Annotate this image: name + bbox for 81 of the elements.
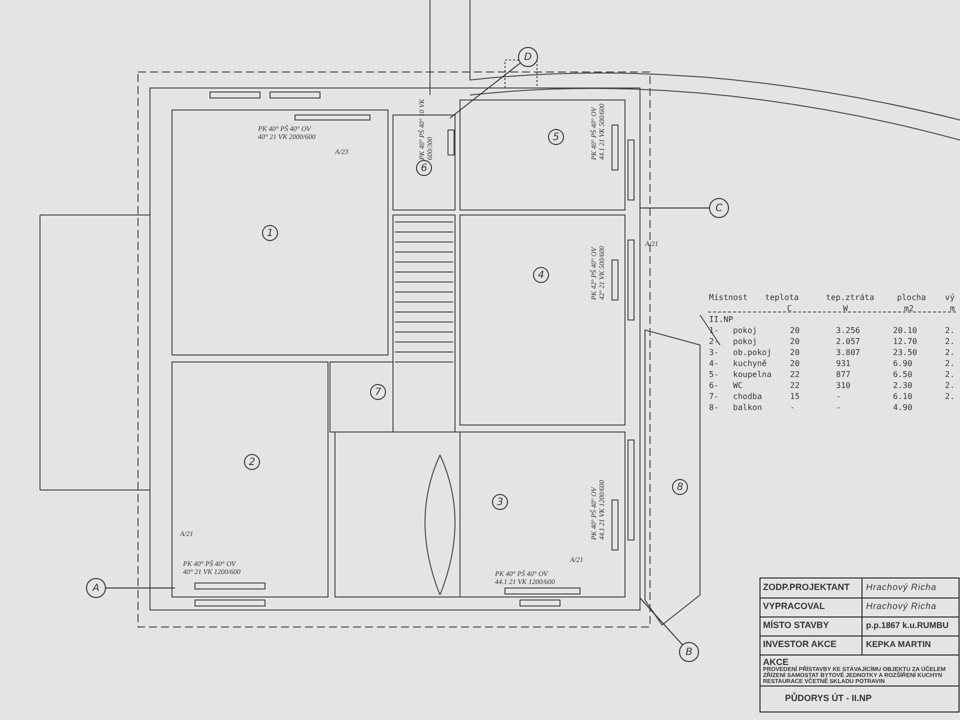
title-block-cell: VYPRACOVAL bbox=[763, 601, 825, 611]
table-cell: 6.50 bbox=[893, 370, 912, 379]
title-block-cell: Hrachový Richa bbox=[866, 582, 937, 592]
table-cell: chodba bbox=[733, 392, 762, 401]
table-cell: 7- bbox=[709, 392, 719, 401]
table-cell: C bbox=[787, 304, 792, 313]
table-cell: 23.50 bbox=[893, 348, 918, 357]
table-cell: 20 bbox=[790, 359, 800, 368]
room-number-circle: 7 bbox=[370, 384, 386, 400]
table-cell: 3.256 bbox=[836, 326, 860, 335]
table-cell: 4- bbox=[709, 359, 719, 368]
room-number-circle: C bbox=[709, 198, 729, 218]
table-cell: plocha bbox=[897, 293, 926, 302]
room-number-circle: 4 bbox=[533, 267, 549, 283]
room-number-circle: D bbox=[518, 47, 538, 67]
room-number-circle: 2 bbox=[244, 454, 260, 470]
table-cell: 2. bbox=[945, 392, 955, 401]
title-block-cell: KEPKA MARTIN bbox=[866, 639, 931, 649]
table-cell: 2. bbox=[945, 326, 955, 335]
drawing-title: PŮDORYS ÚT - II.NP bbox=[785, 693, 872, 703]
room-number-circle: 8 bbox=[672, 479, 688, 495]
room-number-circle: 3 bbox=[492, 494, 508, 510]
table-cell: ob.pokoj bbox=[733, 348, 772, 357]
table-cell: teplota bbox=[765, 293, 799, 302]
table-cell: m bbox=[950, 304, 955, 313]
table-cell: 931 bbox=[836, 359, 850, 368]
table-cell: 2. bbox=[945, 381, 955, 390]
table-cell: WC bbox=[733, 381, 743, 390]
leader-line bbox=[640, 598, 683, 646]
room-number-circle: B bbox=[679, 642, 699, 662]
table-cell: pokoj bbox=[733, 337, 758, 346]
table-cell: W bbox=[843, 304, 848, 313]
table-cell: tep.ztráta bbox=[826, 293, 874, 302]
table-cell: 8- bbox=[709, 403, 719, 412]
title-block-cell: MÍSTO STAVBY bbox=[763, 620, 830, 630]
table-cell: Místnost bbox=[709, 293, 748, 302]
table-cell: balkon bbox=[733, 403, 762, 412]
table-cell: 15 bbox=[790, 392, 800, 401]
title-block-cell: p.p.1867 k.u.RUMBU bbox=[866, 620, 949, 630]
table-cell: - bbox=[790, 403, 795, 412]
title-block-cell: INVESTOR AKCE bbox=[763, 639, 837, 649]
table-cell: II.NP bbox=[709, 315, 734, 324]
title-block-cell: ZODP.PROJEKTANT bbox=[763, 582, 850, 592]
leader-line bbox=[450, 62, 521, 118]
table-cell: 2. bbox=[945, 348, 955, 357]
table-cell: 1- bbox=[709, 326, 719, 335]
table-cell: 2.057 bbox=[836, 337, 860, 346]
table-cell: kuchyně bbox=[733, 359, 767, 368]
table-cell: 2. bbox=[945, 359, 955, 368]
room-number-circle: A bbox=[86, 578, 106, 598]
room-number-circle: 1 bbox=[262, 225, 278, 241]
table-cell: 4.90 bbox=[893, 403, 912, 412]
table-cell: 877 bbox=[836, 370, 850, 379]
table-cell: 6.90 bbox=[893, 359, 912, 368]
table-cell: 20 bbox=[790, 337, 800, 346]
room-number-circle: 6 bbox=[416, 160, 432, 176]
table-cell: 6- bbox=[709, 381, 719, 390]
room-number-circle: 5 bbox=[548, 129, 564, 145]
table-cell: 22 bbox=[790, 370, 800, 379]
table-cell: 20 bbox=[790, 348, 800, 357]
table-cell: m2 bbox=[904, 304, 914, 313]
table-cell: 310 bbox=[836, 381, 850, 390]
table-cell: 2. bbox=[945, 337, 955, 346]
table-cell: 2.30 bbox=[893, 381, 912, 390]
table-cell: 2. bbox=[945, 370, 955, 379]
table-cell: 22 bbox=[790, 381, 800, 390]
table-cell: 2- bbox=[709, 337, 719, 346]
table-cell: koupelna bbox=[733, 370, 772, 379]
table-cell: 20 bbox=[790, 326, 800, 335]
table-cell: 6.10 bbox=[893, 392, 912, 401]
title-block-cell: Hrachový Richa bbox=[866, 601, 937, 611]
table-cell: pokoj bbox=[733, 326, 758, 335]
table-cell: 12.70 bbox=[893, 337, 918, 346]
table-cell: - bbox=[836, 392, 841, 401]
table-cell: - bbox=[836, 403, 841, 412]
table-cell: 20.10 bbox=[893, 326, 918, 335]
table-cell: vý bbox=[945, 293, 955, 302]
table-cell: 5- bbox=[709, 370, 719, 379]
title-block-cell: AKCE bbox=[763, 657, 789, 667]
table-cell: 3.807 bbox=[836, 348, 860, 357]
table-cell: 3- bbox=[709, 348, 719, 357]
